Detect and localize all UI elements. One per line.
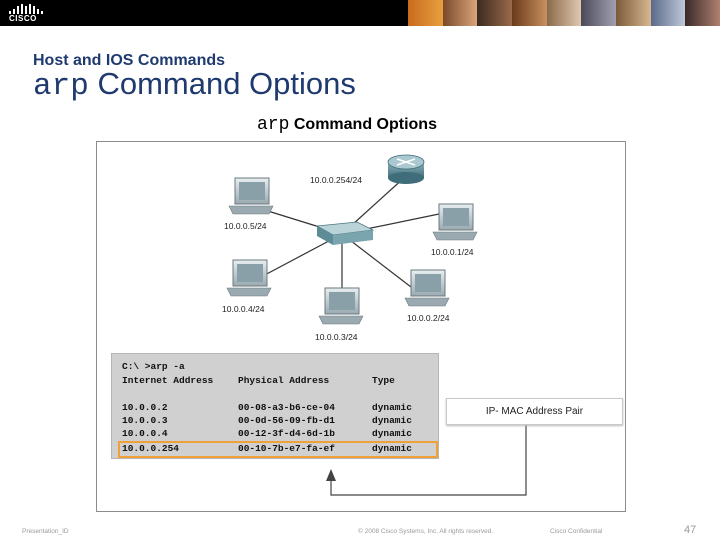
host-ip-label-2: 10.0.0.1/24 xyxy=(431,247,474,257)
ip-mac-callout: IP- MAC Address Pair xyxy=(446,398,623,425)
router-icon xyxy=(387,154,425,184)
host-ip-label-1: 10.0.0.5/24 xyxy=(224,221,267,231)
section-heading: Host and IOS Commands xyxy=(33,52,226,69)
top-banner: CISCO xyxy=(0,0,720,26)
row-mac: 00-10-7b-e7-fa-ef xyxy=(238,443,335,454)
host-ip-label-3: 10.0.0.4/24 xyxy=(222,304,265,314)
row-ip: 10.0.0.2 xyxy=(122,402,168,413)
terminal-prompt: C:\ >arp -a xyxy=(122,361,185,372)
host-ip-label-5: 10.0.0.2/24 xyxy=(407,313,450,323)
row-type: dynamic xyxy=(372,443,412,454)
footer-copyright: © 2008 Cisco Systems, Inc. All rights re… xyxy=(358,528,494,535)
header-type: Type xyxy=(372,375,395,386)
switch-icon xyxy=(315,221,375,245)
cisco-bars-icon xyxy=(8,4,44,14)
cisco-logo: CISCO xyxy=(8,4,44,23)
host-ip-label-4: 10.0.0.3/24 xyxy=(315,332,358,342)
row-type: dynamic xyxy=(372,402,412,413)
slide-title-rest: Command Options xyxy=(97,66,356,101)
pc-icon-1 xyxy=(228,177,274,215)
figure-caption-rest: Command Options xyxy=(293,116,437,133)
row-ip: 10.0.0.4 xyxy=(122,428,168,439)
header-physical-address: Physical Address xyxy=(238,375,330,386)
network-figure: 10.0.0.254/24 10.0.0.5/24 10.0.0.1/24 10… xyxy=(96,141,626,512)
row-type: dynamic xyxy=(372,428,412,439)
slide-title-command: arp xyxy=(33,69,89,104)
row-type: dynamic xyxy=(372,415,412,426)
slide-title: arp Command Options xyxy=(33,66,356,104)
highlight-box xyxy=(118,441,438,458)
router-ip-label: 10.0.0.254/24 xyxy=(310,175,362,185)
pc-icon-4 xyxy=(318,287,364,325)
cisco-logo-text: CISCO xyxy=(9,14,37,23)
footer-presentation-id: Presentation_ID xyxy=(22,528,69,535)
row-mac: 00-12-3f-d4-6d-1b xyxy=(238,428,335,439)
page-number: 47 xyxy=(684,524,697,536)
arp-terminal-output: C:\ >arp -a Internet Address Physical Ad… xyxy=(111,353,439,459)
pc-icon-5 xyxy=(404,269,450,307)
header-photo-strip xyxy=(408,0,720,26)
pc-icon-2 xyxy=(432,203,478,241)
row-ip: 10.0.0.254 xyxy=(122,443,180,454)
pc-icon-3 xyxy=(226,259,272,297)
figure-caption-command: arp xyxy=(257,115,290,135)
topology-diagram xyxy=(226,154,527,496)
row-mac: 00-08-a3-b6-ce-04 xyxy=(238,402,335,413)
figure-caption: arp Command Options xyxy=(257,115,437,135)
row-ip: 10.0.0.3 xyxy=(122,415,168,426)
header-internet-address: Internet Address xyxy=(122,375,214,386)
footer-confidential: Cisco Confidential xyxy=(550,528,603,535)
row-mac: 00-0d-56-09-fb-d1 xyxy=(238,415,335,426)
